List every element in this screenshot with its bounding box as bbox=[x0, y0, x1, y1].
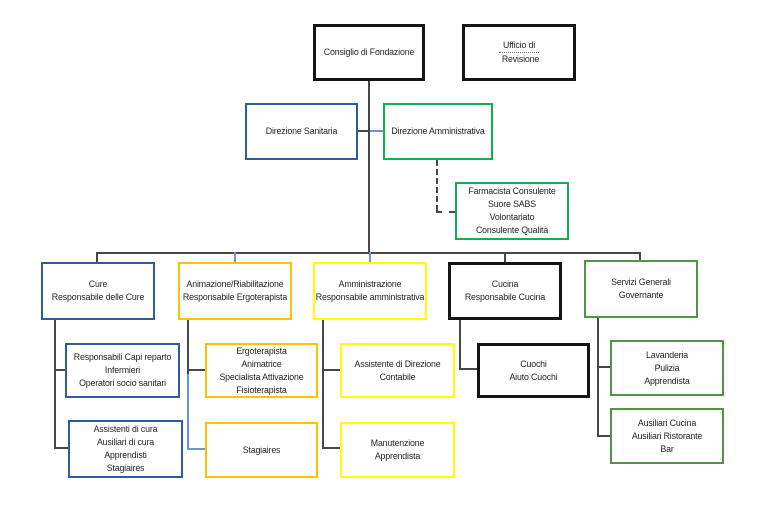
org-box-label-line: Stagiaires bbox=[242, 444, 281, 455]
connector-animazione-stub-1 bbox=[187, 369, 206, 371]
connector-department-rail bbox=[96, 252, 641, 254]
org-box-label-line: Consiglio di Fondazione bbox=[323, 47, 415, 57]
org-box-label-line: Farmacista Consulente bbox=[468, 186, 556, 196]
org-box-label-line: Amministrazione bbox=[338, 279, 402, 289]
connector-amministrazione-vertical bbox=[322, 320, 324, 449]
org-box-label-line: Assistente di Direzione bbox=[354, 358, 441, 369]
connector-cure-vertical bbox=[54, 320, 56, 449]
org-box-label-line: Suore SABS bbox=[488, 199, 536, 209]
connector-amministrativa-stub bbox=[370, 130, 383, 132]
org-box-label-line: Pulizia bbox=[654, 362, 680, 373]
org-box-label-line: Stagiaires bbox=[106, 463, 145, 473]
org-box-label-line: Ausiliari di cura bbox=[96, 437, 155, 447]
org-box-label-line: Cuochi bbox=[520, 358, 547, 369]
connector-cure-stub-1 bbox=[54, 369, 66, 371]
org-box-label-line: Apprendista bbox=[374, 451, 421, 461]
org-box-label-line: Specialista Attivazione bbox=[219, 371, 304, 382]
org-box-label-line: Responsabile Ergoterapista bbox=[182, 292, 288, 302]
connector-cucina-vertical bbox=[459, 320, 461, 370]
connector-drop-animazione bbox=[234, 252, 236, 263]
connector-consulenti-dashed-horizontal bbox=[436, 211, 455, 213]
org-box-label-line: Apprendista bbox=[644, 375, 690, 386]
org-box-label-line: Cure bbox=[88, 279, 108, 289]
connector-amministrazione-stub-2 bbox=[322, 447, 341, 449]
org-box-cucina: Cucina Responsabile Cucina bbox=[448, 262, 562, 320]
connector-drop-cure bbox=[96, 252, 98, 263]
org-box-label-line: Servizi Generali bbox=[611, 277, 671, 287]
org-box-direzione-sanitaria: Direzione Sanitaria bbox=[245, 103, 358, 160]
org-box-label-line: Governante bbox=[618, 290, 664, 300]
spellcheck-underline-text: Ufficio di bbox=[498, 39, 540, 53]
org-box-label-line: Animazione/Riabilitazione bbox=[186, 279, 284, 289]
org-box-label-line: Contabile bbox=[379, 371, 416, 382]
connector-consiglio-vertical bbox=[368, 81, 370, 254]
org-box-direzione-amministrativa: Direzione Amministrativa bbox=[383, 103, 493, 160]
connector-consulenti-dashed-vertical bbox=[436, 160, 438, 211]
org-box-amministrazione: Amministrazione Responsabile amministrat… bbox=[313, 262, 427, 320]
connector-drop-amministrazione bbox=[369, 252, 371, 263]
org-box-label-line: Bar bbox=[660, 443, 674, 454]
org-box-label-line: Volontariato bbox=[489, 212, 535, 222]
org-box-label-line: Infermieri bbox=[104, 365, 141, 375]
connector-servizi-vertical bbox=[597, 318, 599, 437]
connector-amministrazione-stub-1 bbox=[322, 369, 341, 371]
org-box-manutenzione: Manutenzione Apprendista bbox=[340, 422, 455, 478]
org-box-label-line: Responsabili Capi reparto bbox=[73, 352, 172, 362]
org-box-cure-assistenti: Assistenti di cura Ausiliari di cura App… bbox=[68, 420, 183, 478]
org-box-label-line: Responsabile amministrativa bbox=[315, 292, 425, 302]
org-box-label-line: Direzione Sanitaria bbox=[265, 126, 338, 136]
org-box-label-line: Responsabile Cucina bbox=[464, 292, 546, 302]
org-box-servizi-generali: Servizi Generali Governante bbox=[584, 260, 698, 318]
org-box-label-line: Responsabile delle Cure bbox=[51, 292, 145, 302]
org-box-consulenti: Farmacista Consulente Suore SABS Volonta… bbox=[455, 182, 569, 240]
org-box-animazione-staff: Ergoterapista Animatrice Specialista Att… bbox=[205, 343, 318, 398]
org-box-servizi-ausiliari: Ausiliari Cucina Ausiliari Ristorante Ba… bbox=[610, 408, 724, 464]
connector-servizi-stub-2 bbox=[597, 435, 611, 437]
connector-cure-stub-2 bbox=[54, 447, 69, 449]
org-box-label-line: Ausiliari Cucina bbox=[637, 417, 697, 428]
org-box-label-line: Aiuto Cuochi bbox=[509, 371, 558, 382]
org-box-label-line: Operatori socio sanitari bbox=[79, 378, 166, 388]
connector-animazione-vertical-upper bbox=[187, 320, 189, 376]
org-box-servizi-lavanderia: Lavanderia Pulizia Apprendista bbox=[610, 340, 724, 396]
org-box-label-line: Fisioterapista bbox=[236, 384, 287, 395]
org-box-cure-staff: Responsabili Capi reparto Infermieri Ope… bbox=[65, 343, 180, 398]
org-box-consiglio-di-fondazione: Consiglio di Fondazione bbox=[313, 24, 425, 81]
connector-animazione-stub-2 bbox=[187, 448, 206, 450]
org-box-label-line: Manutenzione bbox=[370, 438, 425, 448]
connector-servizi-stub-1 bbox=[597, 366, 611, 368]
org-box-label-line: Apprendisti bbox=[104, 450, 147, 460]
org-box-label-line: Ausiliari Ristorante bbox=[631, 430, 703, 441]
org-box-label-line: Cucina bbox=[491, 279, 519, 289]
connector-drop-servizi bbox=[639, 252, 641, 261]
org-box-animazione-stagiaires: Stagiaires bbox=[205, 422, 318, 478]
org-box-animazione-riabilitazione: Animazione/Riabilitazione Responsabile E… bbox=[178, 262, 292, 320]
connector-animazione-vertical-lower bbox=[187, 374, 189, 450]
org-box-label-text: Revisione bbox=[501, 54, 540, 64]
connector-drop-cucina bbox=[504, 252, 506, 263]
org-box-cucina-staff: Cuochi Aiuto Cuochi bbox=[477, 343, 590, 398]
org-box-label-line: Lavanderia bbox=[645, 349, 689, 360]
org-box-label-line: Direzione Amministrativa bbox=[391, 126, 485, 136]
org-box-label-line: Animatrice bbox=[241, 358, 282, 369]
org-box-amministrazione-staff: Assistente di Direzione Contabile bbox=[340, 343, 455, 398]
connector-sanitaria-stub bbox=[358, 130, 370, 132]
org-box-label-line: Assistenti di cura bbox=[93, 424, 158, 434]
org-box-cure: Cure Responsabile delle Cure bbox=[41, 262, 155, 320]
org-box-label-line: Ergoterapista bbox=[236, 345, 287, 356]
connector-cucina-stub bbox=[459, 368, 478, 370]
org-box-label-line: Consulente Qualità bbox=[475, 225, 549, 235]
